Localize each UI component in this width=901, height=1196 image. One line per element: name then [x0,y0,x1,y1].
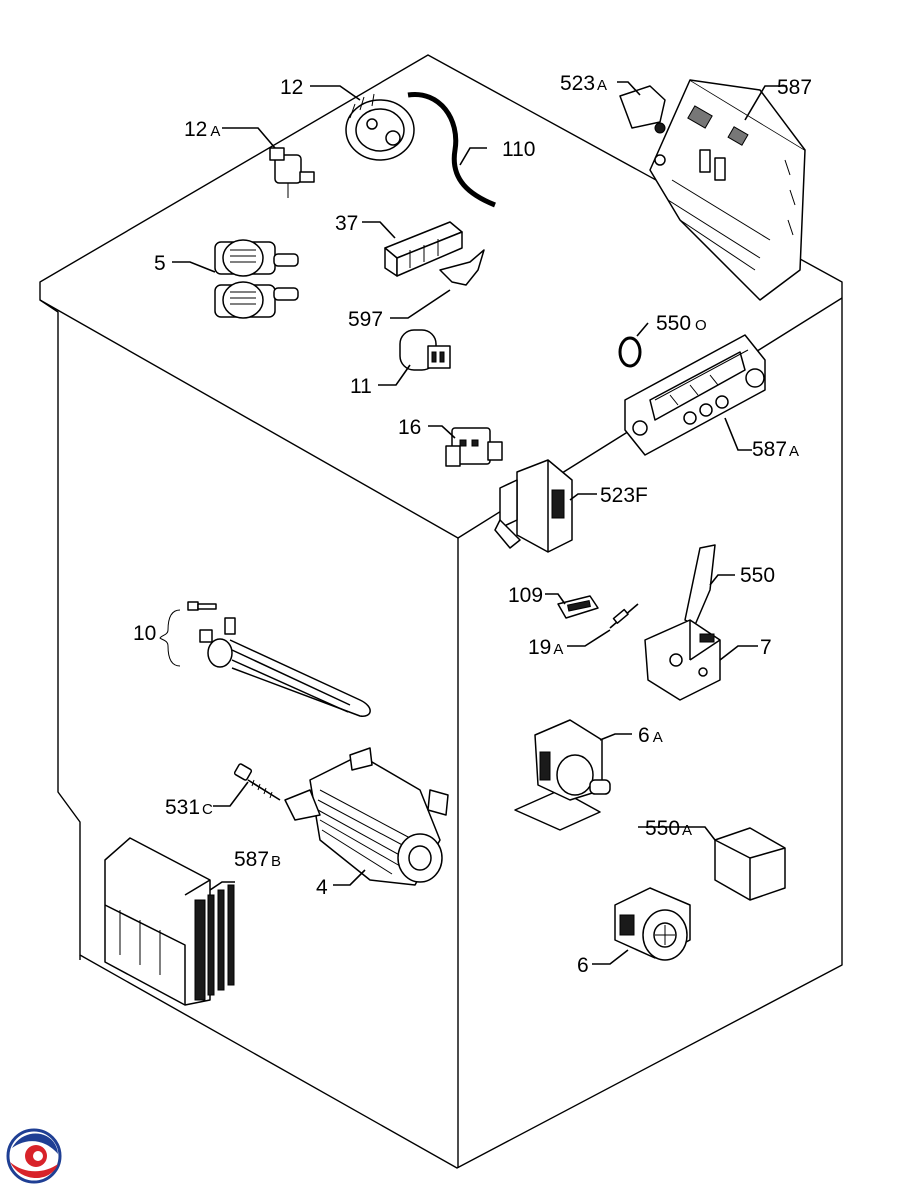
door-lock-part[interactable] [494,459,573,553]
inlet-valve-part[interactable] [214,239,299,319]
electronic-module-part[interactable] [619,79,806,301]
label-11: 11 [350,375,372,398]
label-4: 4 [316,876,328,899]
control-panel-part[interactable] [624,334,766,456]
label-109: 109 [508,584,543,607]
switch-part[interactable] [644,544,721,701]
label-12: 12 [280,76,303,99]
capacitor-part[interactable] [399,329,451,371]
cover-part[interactable] [714,827,786,901]
pressure-sensor-part[interactable] [269,147,315,198]
label-550: 550 [740,564,775,587]
drain-pump-part[interactable] [514,719,611,831]
label-7: 7 [760,636,772,659]
label-16: 16 [398,416,421,439]
leader-lines [172,81,787,965]
brand-logo [6,1128,62,1184]
screw-part[interactable] [233,763,281,801]
o-ring-part[interactable] [618,336,642,368]
filter-part[interactable] [445,427,503,467]
seal-part[interactable] [557,595,599,619]
motor-part[interactable] [284,747,449,886]
clip-part[interactable] [439,249,485,286]
label-523f: 523F [600,484,648,507]
label-5: 5 [154,252,166,275]
label-37: 37 [335,212,358,235]
label-10: 10 [133,622,156,645]
terminal-block-part[interactable] [384,221,463,277]
pressure-switch-part[interactable] [345,92,496,208]
power-module-part[interactable] [104,837,235,1006]
label-6: 6 [577,954,589,977]
thermistor-part[interactable] [609,603,639,629]
heating-element-part[interactable] [159,601,371,717]
pump-part[interactable] [614,887,691,961]
label-597: 597 [348,308,383,331]
label-587: 587 [777,76,812,99]
label-110: 110 [502,138,535,161]
